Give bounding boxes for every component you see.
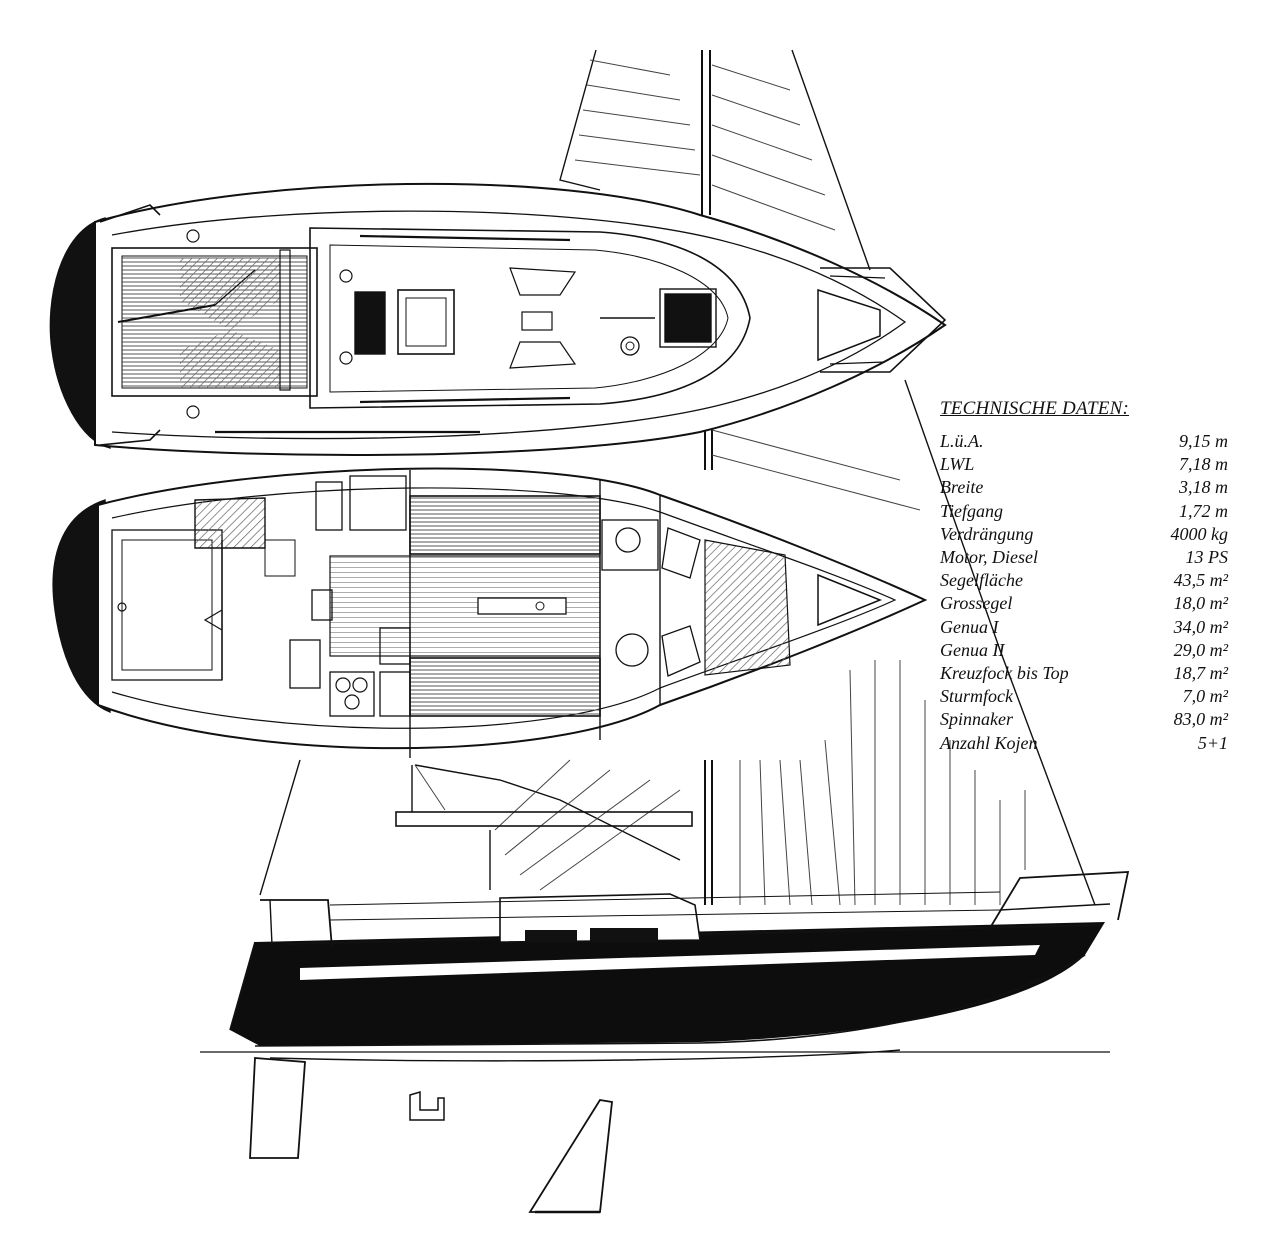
spec-label: Tiefgang <box>940 500 1004 521</box>
spec-label: LWL <box>940 454 975 475</box>
spec-row: Grossegel 18,0 m² <box>938 592 1228 615</box>
spec-value: 7,18 m <box>1179 454 1228 475</box>
spec-row: Verdrängung 4000 kg <box>938 523 1228 546</box>
spec-label: Sturmfock <box>940 686 1013 707</box>
spec-row: Kreuzfock bis Top 18,7 m² <box>938 662 1228 685</box>
spec-row: Genua II 29,0 m² <box>938 639 1228 662</box>
deck-plan <box>49 182 947 456</box>
spec-label: Anzahl Kojen <box>940 732 1038 753</box>
spec-label: Spinnaker <box>940 709 1013 730</box>
spec-value: 5+1 <box>1197 732 1228 753</box>
spec-value: 13 PS <box>1185 547 1229 568</box>
spec-value: 83,0 m² <box>1173 709 1228 730</box>
spec-label: Motor, Diesel <box>940 547 1038 568</box>
spec-row: Spinnaker 83,0 m² <box>938 708 1228 731</box>
spec-value: 3,18 m <box>1179 477 1228 498</box>
sail-plan <box>259 49 1096 906</box>
spec-label: Grossegel <box>940 593 1013 614</box>
spec-value: 18,0 m² <box>1173 593 1228 614</box>
spec-value: 18,7 m² <box>1173 663 1228 684</box>
spec-row: Genua I 34,0 m² <box>938 616 1228 639</box>
spec-row: Anzahl Kojen 5+1 <box>938 732 1228 755</box>
spec-row: Motor, Diesel 13 PS <box>938 546 1228 569</box>
technical-data-title: TECHNISCHE DATEN: <box>940 398 1130 419</box>
spec-row: Segelfläche 43,5 m² <box>938 569 1228 592</box>
spec-row: LWL 7,18 m <box>938 453 1228 476</box>
spec-label: Verdrängung <box>940 523 1034 544</box>
spec-label: Genua I <box>940 616 999 637</box>
spec-value: 9,15 m <box>1179 431 1228 451</box>
spec-label: Kreuzfock bis Top <box>940 663 1069 684</box>
spec-row: Sturmfock 7,0 m² <box>938 685 1228 708</box>
spec-row: Breite 3,18 m <box>938 476 1228 499</box>
spec-label: L.ü.A. <box>940 431 984 451</box>
spec-value: 43,5 m² <box>1173 570 1228 591</box>
spec-value: 1,72 m <box>1179 500 1228 521</box>
side-profile <box>200 871 1130 1214</box>
spec-value: 7,0 m² <box>1182 686 1228 707</box>
spec-label: Genua II <box>940 639 1005 660</box>
spec-value: 29,0 m² <box>1173 639 1228 660</box>
interior-plan <box>52 467 928 758</box>
spec-row: L.ü.A. 9,15 m <box>938 430 1228 453</box>
spec-label: Segelfläche <box>940 570 1023 591</box>
spec-row: Tiefgang 1,72 m <box>938 500 1228 523</box>
spec-label: Breite <box>940 477 984 498</box>
spec-value: 4000 kg <box>1170 523 1229 544</box>
spec-value: 34,0 m² <box>1173 616 1228 637</box>
